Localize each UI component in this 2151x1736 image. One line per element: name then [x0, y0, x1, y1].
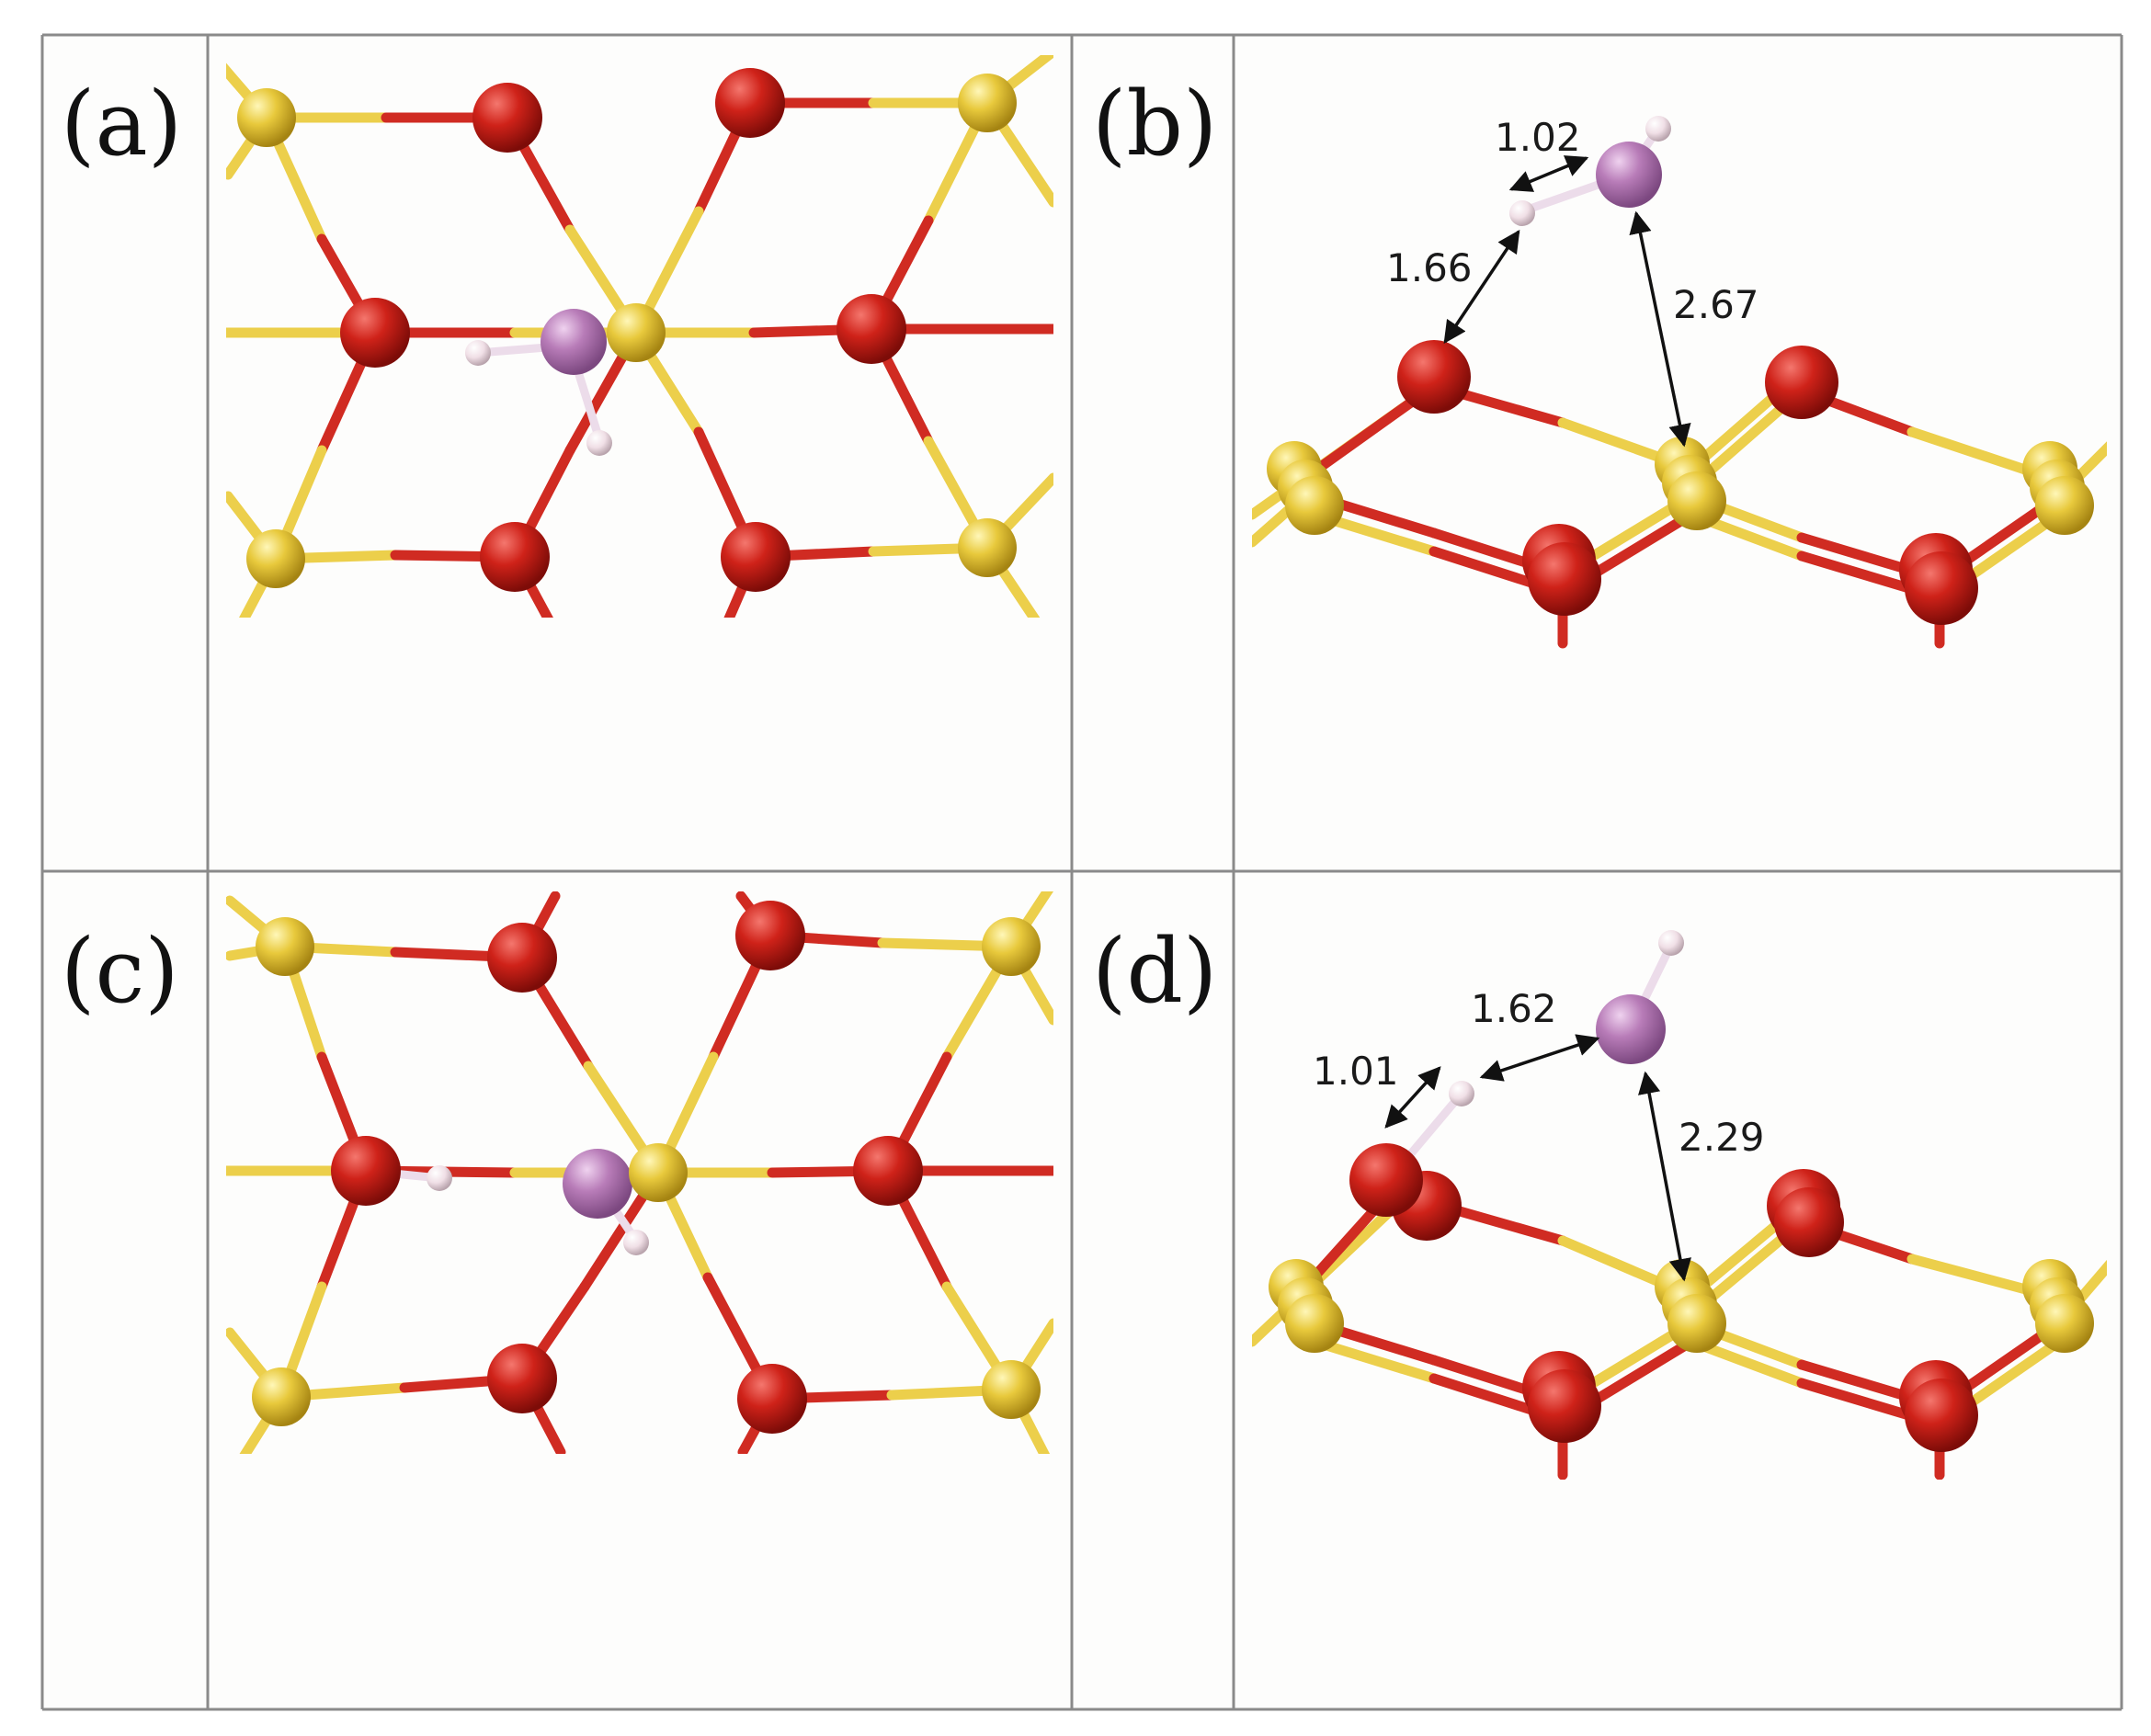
- oxygen-atom: [1774, 1187, 1844, 1257]
- distance-label: 1.62: [1471, 986, 1557, 1031]
- adsorbate-atom: [563, 1149, 632, 1219]
- oxygen-atom: [480, 522, 550, 592]
- oxygen-atom: [1905, 1379, 1978, 1452]
- metal-atom: [958, 518, 1017, 577]
- oxygen-atom: [735, 901, 805, 970]
- panel-label-c: (c): [61, 920, 179, 1023]
- distance-label: 1.66: [1386, 245, 1473, 290]
- oxygen-atom: [1397, 340, 1471, 414]
- panel-label-b: (b): [1092, 73, 1217, 176]
- structure-d: 1.01 1.62 2.29: [1252, 930, 2107, 1480]
- oxygen-atom: [472, 83, 542, 153]
- metal-atom: [1285, 1294, 1344, 1353]
- distance-arrows-b: [1443, 155, 1691, 448]
- oxygen-atom: [836, 294, 906, 364]
- hydrogen-atom: [427, 1165, 452, 1191]
- metal-atom: [1667, 471, 1726, 530]
- atoms-a: [237, 68, 1017, 592]
- adsorbate-atom: [1596, 142, 1662, 208]
- hydrogen-atom: [1658, 930, 1684, 956]
- oxygen-atom: [853, 1136, 923, 1206]
- panel-label-d: (d): [1092, 920, 1217, 1023]
- oxygen-atom: [1765, 346, 1838, 419]
- oxygen-atom: [331, 1136, 401, 1206]
- oxygen-atom: [340, 298, 410, 368]
- panel-label-a: (a): [61, 73, 182, 176]
- distance-label: 1.01: [1313, 1049, 1399, 1094]
- oxygen-atom: [1528, 1369, 1601, 1443]
- metal-atom: [1285, 476, 1344, 535]
- structure-a: [226, 55, 1053, 618]
- metal-atom: [982, 1360, 1041, 1419]
- metal-atom: [982, 917, 1041, 976]
- distance-arrows-d: [1384, 1034, 1691, 1282]
- oxygen-atom: [715, 68, 785, 138]
- metal-atom: [252, 1367, 311, 1426]
- atoms-c: [252, 901, 1041, 1434]
- oxygen-atom: [737, 1364, 807, 1434]
- metal-atom: [2035, 476, 2094, 535]
- hydrogen-atom: [1645, 116, 1671, 142]
- hydrogen-atom: [1509, 200, 1535, 226]
- metal-atom: [2035, 1294, 2094, 1353]
- metal-atom: [629, 1143, 688, 1202]
- adsorbate-atom: [1596, 994, 1666, 1064]
- hydrogen-atom: [586, 430, 612, 456]
- oxygen-atom: [721, 522, 791, 592]
- structure-c: [226, 891, 1053, 1454]
- metal-atom: [237, 88, 296, 147]
- hydrogen-atom: [1449, 1081, 1474, 1106]
- structure-b: 1.02 1.66 2.67: [1252, 115, 2107, 649]
- oxygen-atom: [487, 1344, 557, 1413]
- atoms-d: [1269, 930, 2094, 1452]
- metal-atom: [607, 303, 666, 362]
- table-grid: [40, 33, 2123, 1711]
- oxygen-atom: [1905, 551, 1978, 625]
- oxygen-atom: [1349, 1143, 1423, 1217]
- oxygen-atom: [1528, 542, 1601, 616]
- adsorbate-atom: [541, 309, 607, 375]
- distance-label: 2.29: [1679, 1115, 1765, 1160]
- hydrogen-atom: [623, 1230, 649, 1255]
- metal-atom: [256, 917, 314, 976]
- atoms-b: [1267, 116, 2094, 625]
- metal-atom: [958, 74, 1017, 132]
- distance-label: 2.67: [1673, 282, 1759, 327]
- metal-atom: [246, 529, 305, 588]
- hydrogen-atom: [465, 340, 491, 366]
- distance-label: 1.02: [1495, 115, 1581, 160]
- metal-atom: [1667, 1294, 1726, 1353]
- oxygen-atom: [487, 923, 557, 993]
